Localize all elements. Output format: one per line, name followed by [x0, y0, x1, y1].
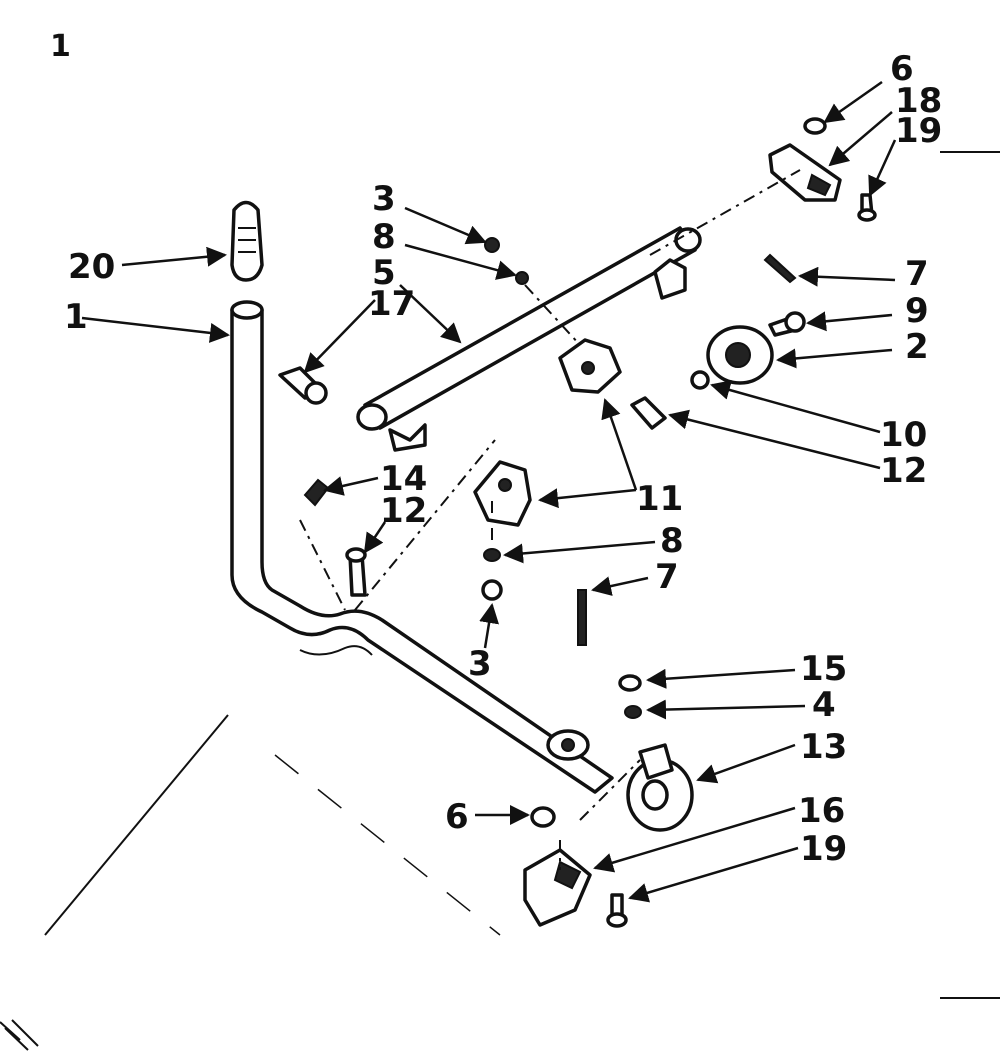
- callout-19-bottom: 19: [800, 829, 847, 869]
- leader-lines: [81, 80, 897, 903]
- callout-8-mid: 8: [660, 521, 684, 561]
- callout-6-bottom: 6: [445, 797, 469, 837]
- callout-4: 4: [812, 685, 836, 725]
- callout-labels: 6 18 19 3 8 5 7 20 17 1 9 2 10 12 14 12 …: [64, 49, 942, 869]
- guide-line-diagonal: [274, 754, 501, 936]
- part-2-roller: [706, 325, 774, 385]
- corner-scribble-icon: [0, 1019, 39, 1051]
- callout-12-mid: 12: [380, 491, 427, 531]
- callout-16: 16: [798, 791, 845, 831]
- callout-17: 17: [368, 284, 415, 324]
- callout-19-top: 19: [895, 111, 942, 151]
- part-7-right-bolt: [763, 253, 797, 284]
- callout-20: 20: [68, 247, 115, 287]
- assembly-line-4: [354, 439, 496, 611]
- part-17-bolt: [278, 366, 328, 405]
- part-14-clip: [303, 478, 330, 507]
- callout-7-mid: 7: [655, 557, 679, 597]
- callout-3-mid: 3: [468, 644, 492, 684]
- part-3-mid-nut: [481, 579, 503, 601]
- callout-6-top: 6: [890, 49, 914, 89]
- callout-8-top: 8: [372, 217, 396, 257]
- caster-mount: [546, 729, 590, 761]
- part-10-nut: [690, 370, 710, 390]
- callout-11: 11: [636, 479, 683, 519]
- callout-15: 15: [800, 649, 847, 689]
- callout-3-top: 3: [372, 179, 396, 219]
- callout-10: 10: [880, 415, 927, 455]
- callout-1: 1: [64, 297, 88, 337]
- part-19-top-screw: [857, 193, 877, 222]
- assembly-line-1: [649, 169, 801, 256]
- part-6-top-nut: [803, 117, 827, 135]
- part-8-mid-washer: [483, 548, 501, 562]
- callout-12-right: 12: [880, 451, 927, 491]
- part-19-bottom-screw: [606, 893, 628, 928]
- callout-2: 2: [905, 327, 929, 367]
- corner-mark: 1: [50, 29, 71, 64]
- assembly-line-3: [299, 519, 346, 611]
- part-1-handle-tube: [230, 300, 614, 794]
- part-15-nut: [618, 674, 642, 692]
- part-20-grip: [230, 200, 264, 282]
- callout-13: 13: [800, 727, 847, 767]
- part-7-mid-stud: [577, 589, 587, 646]
- part-4-washer: [624, 705, 642, 719]
- callout-18: 18: [895, 81, 942, 121]
- callout-5: 5: [372, 253, 396, 293]
- callout-9: 9: [905, 291, 929, 331]
- part-12-right-bolt: [630, 396, 667, 430]
- part-12-mid-bolt: [345, 547, 367, 597]
- part-11-bracket-upper: [558, 338, 622, 394]
- part-8-top-washer: [515, 271, 529, 285]
- part-11-bracket-lower: [473, 460, 532, 527]
- part-16-bottom-bracket: [523, 848, 592, 927]
- part-18-top-bracket: [768, 143, 842, 202]
- callout-7-right: 7: [905, 254, 929, 294]
- part-3-top-nut: [484, 237, 500, 253]
- callout-14: 14: [380, 459, 427, 499]
- part-6-bottom-nut: [530, 806, 556, 828]
- guide-line-left: [44, 714, 229, 936]
- part-9-bolt: [768, 311, 806, 337]
- part-13-caster: [626, 743, 694, 832]
